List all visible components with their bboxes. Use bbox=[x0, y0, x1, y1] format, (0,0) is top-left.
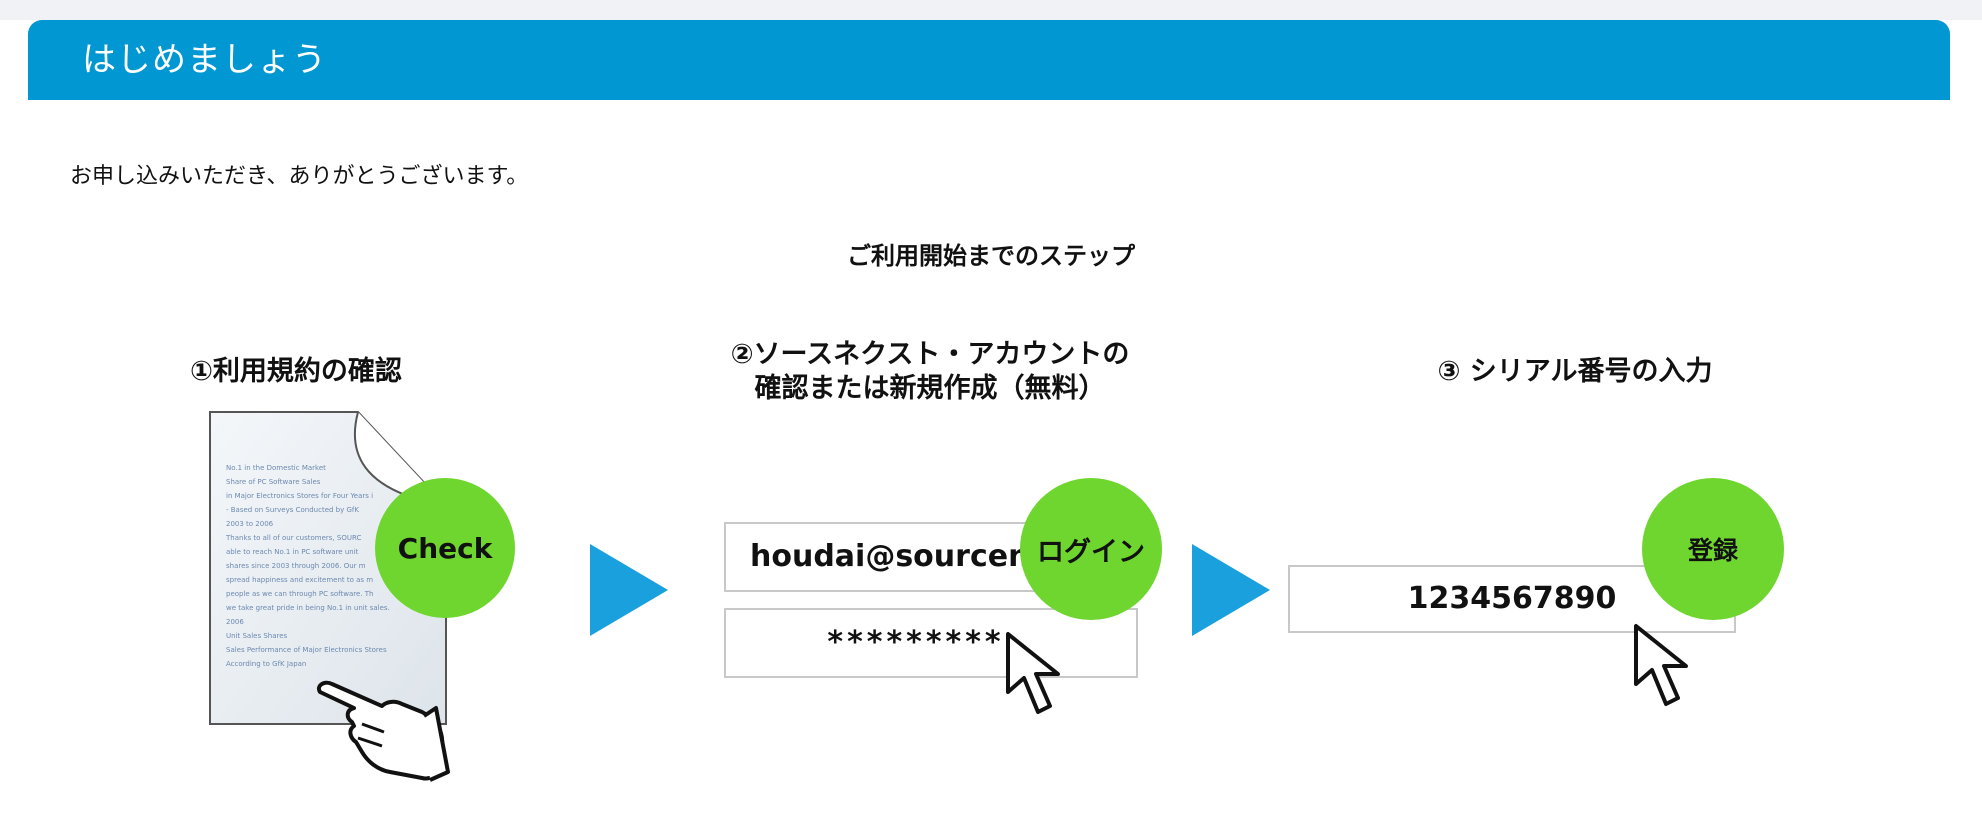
document-line: According to GfK Japan bbox=[226, 660, 307, 668]
top-strip bbox=[0, 0, 1982, 20]
login-button[interactable]: ログイン bbox=[1020, 478, 1162, 620]
document-line: No.1 in the Domestic Market bbox=[226, 464, 326, 472]
document-line: shares since 2003 through 2006. Our m bbox=[226, 562, 366, 570]
document-line: - Based on Surveys Conducted by GfK bbox=[226, 506, 359, 514]
step-3-heading-line: ③ シリアル番号の入力 bbox=[1437, 356, 1713, 387]
password-field[interactable]: ********* bbox=[724, 608, 1138, 678]
section-title: はじめましょう bbox=[82, 40, 327, 80]
step-2-heading: ②ソースネクスト・アカウントの 確認または新規作成（無料） bbox=[700, 338, 1160, 406]
document-line: 2003 to 2006 bbox=[226, 520, 274, 528]
mouse-cursor-icon bbox=[1006, 632, 1060, 714]
section-header: はじめましょう bbox=[28, 20, 1950, 100]
step-3-heading: ③ シリアル番号の入力 bbox=[1410, 355, 1740, 389]
serial-number-field[interactable]: 1234567890 bbox=[1288, 565, 1736, 633]
document-line: people as we can through PC software. Th bbox=[226, 590, 374, 598]
step-1-heading: ①利用規約の確認 bbox=[190, 355, 460, 389]
check-bubble: Check bbox=[375, 478, 515, 618]
register-button[interactable]: 登録 bbox=[1642, 478, 1784, 620]
document-line: Share of PC Software Sales bbox=[226, 478, 321, 486]
document-line: we take great pride in being No.1 in uni… bbox=[226, 604, 390, 612]
email-field[interactable]: houdai@sourcenex bbox=[724, 522, 1064, 592]
step-2-heading-line-1: ②ソースネクスト・アカウントの bbox=[730, 339, 1130, 370]
mouse-cursor-icon bbox=[1634, 624, 1688, 706]
document-line: in Major Electronics Stores for Four Yea… bbox=[226, 492, 374, 500]
document-line: spread happiness and excitement to as m bbox=[226, 576, 374, 584]
play-arrow-icon bbox=[1192, 544, 1270, 636]
document-line: 2006 bbox=[226, 618, 244, 626]
steps-title: ご利用開始までのステップ bbox=[847, 242, 1135, 270]
step-1-heading-line: ①利用規約の確認 bbox=[190, 356, 402, 387]
play-arrow-icon bbox=[590, 544, 668, 636]
document-line: Sales Performance of Major Electronics S… bbox=[226, 646, 387, 654]
step-2-heading-line-2: 確認または新規作成（無料） bbox=[754, 373, 1106, 404]
document-line: Unit Sales Shares bbox=[226, 632, 288, 640]
pointing-hand-icon bbox=[317, 680, 450, 782]
intro-text: お申し込みいただき、ありがとうございます。 bbox=[70, 164, 529, 189]
document-line: Thanks to all of our customers, SOURC bbox=[226, 534, 362, 542]
document-line: able to reach No.1 in PC software unit bbox=[226, 548, 359, 556]
